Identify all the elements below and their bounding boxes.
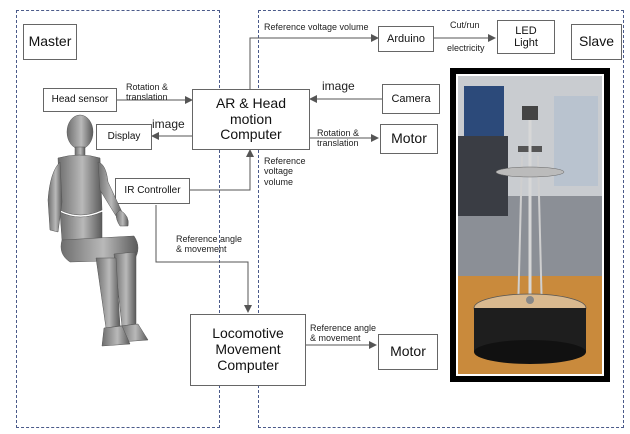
edge-label-rotation-translation-head: Rotation & translation	[126, 82, 169, 103]
arrow-ir-to-locomotive	[155, 205, 252, 313]
edge-label-reference-angle-ir: Reference angle & movement	[176, 234, 243, 255]
robot-photo	[456, 74, 604, 376]
head-sensor-node: Head sensor	[43, 88, 117, 112]
arrow-ar-to-arduino	[249, 34, 379, 89]
edge-label-reference-voltage-mid: Reference voltage volume	[264, 156, 306, 187]
edge-label-electricity: electricity	[447, 43, 485, 53]
edge-label-rotation-translation-motor: Rotation & translation	[317, 128, 360, 149]
camera-node: Camera	[382, 84, 440, 114]
slave-label: Slave	[571, 24, 622, 60]
ir-controller-node: IR Controller	[115, 178, 190, 204]
edge-label-image-camera: image	[322, 79, 355, 93]
display-node: Display	[96, 124, 152, 150]
edge-label-cut-run: Cut/run	[450, 20, 480, 30]
robot-photo-image	[458, 76, 602, 374]
master-label: Master	[23, 24, 77, 60]
master-region	[16, 10, 220, 428]
motor-bottom-node: Motor	[378, 334, 438, 370]
ar-head-motion-computer-node: AR & Head motion Computer	[192, 89, 310, 150]
seated-mannequin-figure	[47, 114, 149, 347]
slave-region	[258, 10, 624, 428]
locomotive-movement-computer-node: Locomotive Movement Computer	[190, 314, 306, 386]
arrow-ir-to-ar	[190, 149, 254, 191]
edge-label-reference-angle-locomotive: Reference angle & movement	[310, 323, 377, 344]
arduino-node: Arduino	[378, 26, 434, 52]
robot-photo-frame	[450, 68, 610, 382]
edge-label-image-display: image	[152, 117, 185, 131]
edge-label-reference-voltage-top: Reference voltage volume	[264, 22, 369, 32]
motor-top-node: Motor	[380, 124, 438, 154]
led-light-node: LED Light	[497, 20, 555, 54]
